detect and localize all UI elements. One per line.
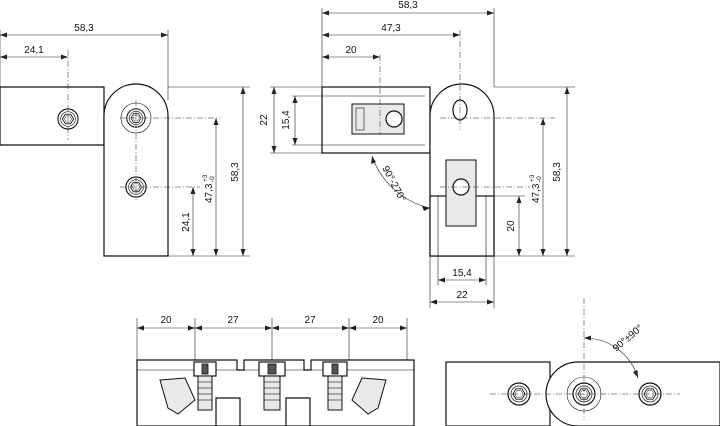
spacing-2: 27 <box>227 315 239 326</box>
view-top-left: 58,3 24,1 58,3 47,3 +3 -0 24,1 <box>0 23 250 257</box>
top-right-inner-height: 15,4 <box>281 110 292 130</box>
spacing-3: 27 <box>304 315 316 326</box>
top-left-pivot-dim: 24,1 <box>24 45 44 56</box>
left-clamp-pin <box>385 110 403 128</box>
right-wedge <box>351 377 387 415</box>
side-screw-1 <box>193 361 217 411</box>
top-left-overall-height: 58,3 <box>230 162 241 182</box>
left-wedge <box>159 377 196 415</box>
top-right-angle-range: 90°-270° <box>379 164 407 204</box>
top-left-overall-width: 58,3 <box>74 23 94 34</box>
top-left-tol-plus: +3 <box>202 174 209 182</box>
top-right-clamp-height: 20 <box>506 220 517 232</box>
spacing-4: 20 <box>372 315 384 326</box>
top-right-outer-width: 22 <box>456 290 468 301</box>
side-screw-2 <box>258 361 286 411</box>
top-right-inner-width: 15,4 <box>452 268 472 279</box>
top-left-offset-height: 47,3 <box>204 183 215 203</box>
top-left-tol-minus: -0 <box>209 176 216 182</box>
top-right-tol-minus: -0 <box>536 176 543 182</box>
top-right-outer-height: 22 <box>259 114 270 126</box>
bottom-right-angle-range: 90°±90° <box>611 323 645 354</box>
top-right-offset-height: 47,3 <box>531 183 542 203</box>
top-right-clamp-width: 20 <box>345 45 357 56</box>
top-right-tol-plus: +3 <box>529 174 536 182</box>
view-top-right: 58,3 47,3 20 22 15,4 90°-270° 58,3 <box>259 0 575 308</box>
side-screw-3 <box>322 361 348 411</box>
top-right-overall-height: 58,3 <box>552 162 563 182</box>
view-bottom-right: 90°±90° <box>445 298 720 426</box>
horizontal-arm <box>0 86 105 146</box>
top-left-lower-offset: 24,1 <box>181 212 192 232</box>
top-right-overall-width: 58,3 <box>398 0 418 11</box>
top-right-offset-width: 47,3 <box>381 23 401 34</box>
view-bottom-left: 20 27 27 20 <box>136 315 415 426</box>
spacing-1: 20 <box>160 315 172 326</box>
